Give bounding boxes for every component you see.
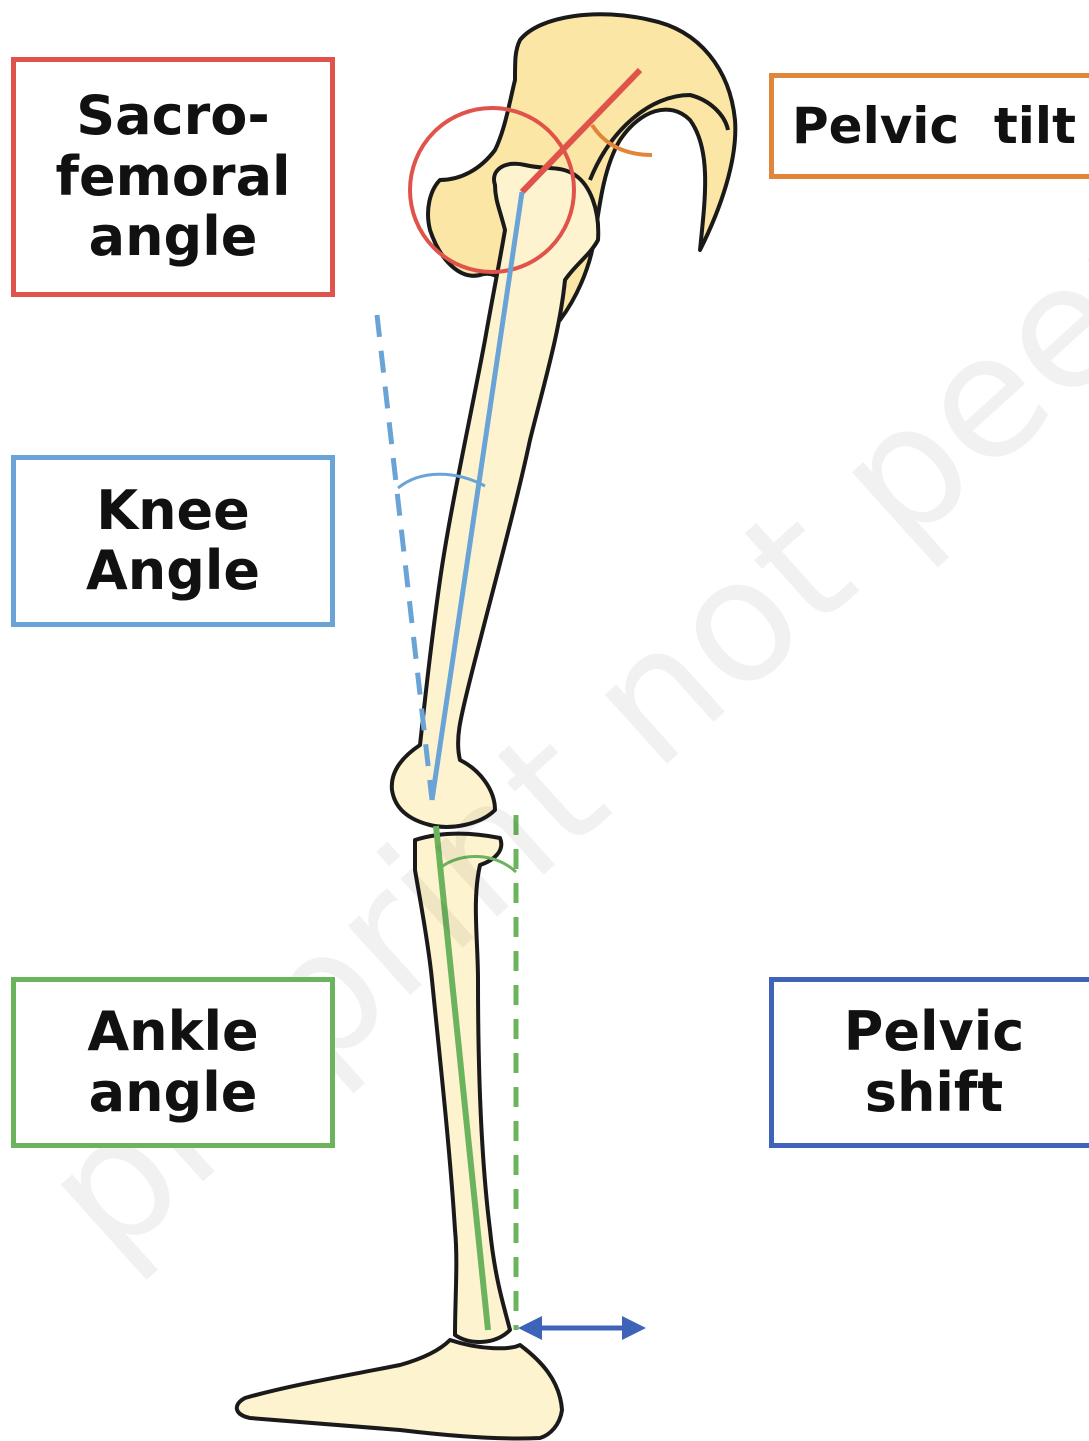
- pelvic-shift-arrow-left-head: [518, 1316, 542, 1340]
- ankle-angle-line2: angle: [89, 1063, 258, 1123]
- pelvic-tilt-line1: Pelvic tilt: [792, 98, 1076, 154]
- sacro-femoral-angle-label: Sacro- femoral angle: [11, 57, 335, 297]
- knee-angle-label: Knee Angle: [11, 455, 335, 627]
- ankle-angle-line1: Ankle: [87, 1002, 258, 1062]
- pelvis-bone: [428, 14, 735, 324]
- foot-bone: [237, 1340, 562, 1439]
- pelvic-shift-line1: Pelvic: [844, 1002, 1024, 1062]
- sacro-femoral-line3: angle: [89, 207, 258, 267]
- pelvic-shift-line2: shift: [865, 1063, 1003, 1123]
- knee-reference-dashed-line: [377, 315, 432, 800]
- ankle-angle-label: Ankle angle: [11, 977, 335, 1148]
- sacro-femoral-line1: Sacro-: [76, 86, 269, 146]
- sacro-femoral-line2: femoral: [55, 147, 290, 207]
- pelvic-tilt-label: Pelvic tilt: [769, 73, 1089, 179]
- pelvic-shift-arrow-right-head: [622, 1316, 646, 1340]
- pelvic-shift-label: Pelvic shift: [769, 977, 1089, 1148]
- knee-angle-line2: Angle: [86, 541, 260, 601]
- knee-angle-line1: Knee: [96, 481, 250, 541]
